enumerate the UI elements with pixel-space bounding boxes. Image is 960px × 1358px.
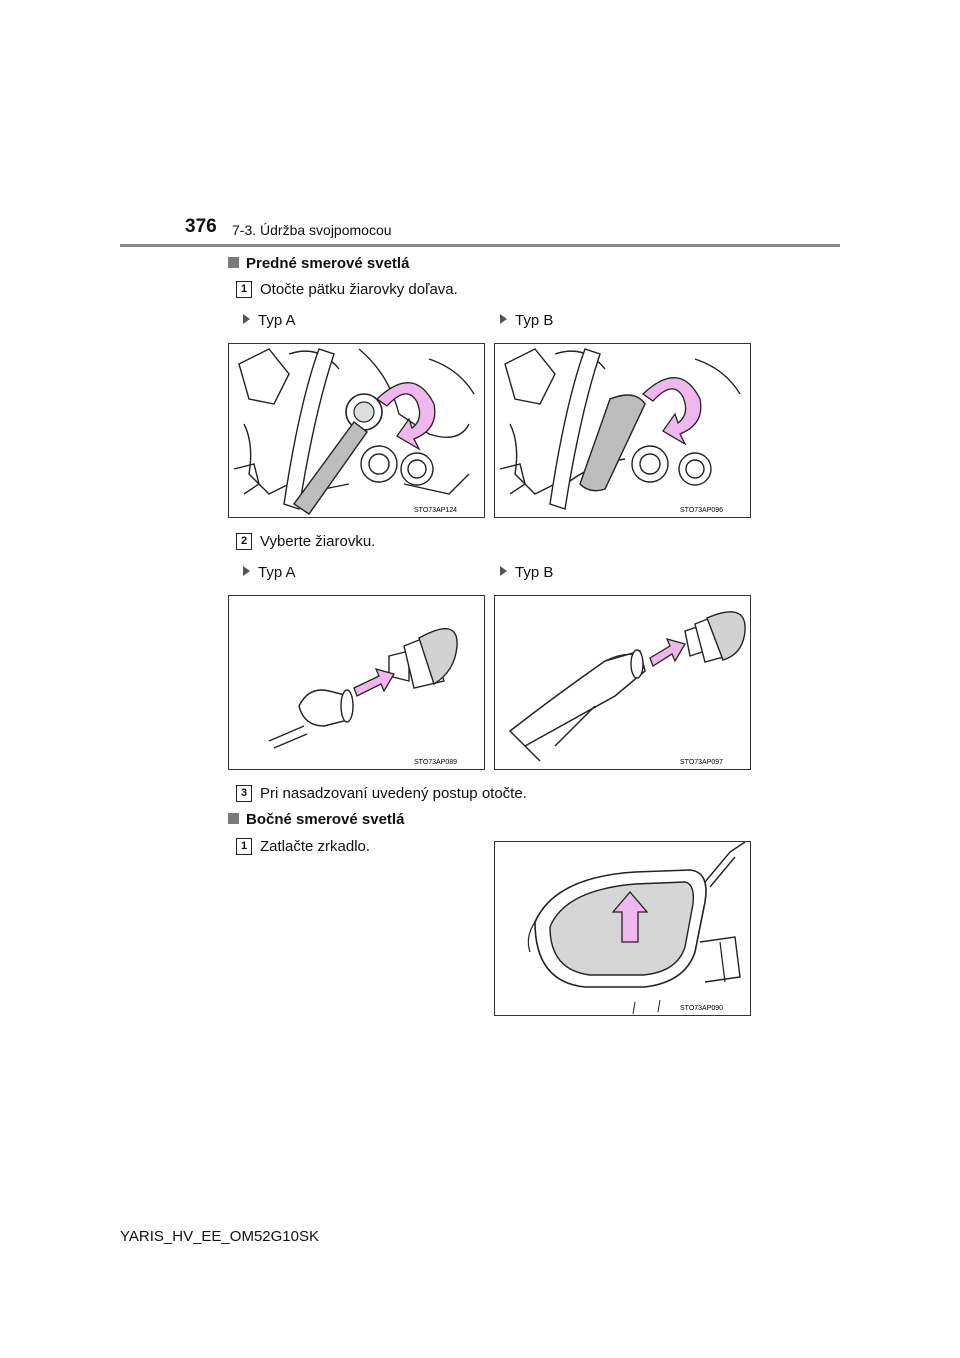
triangle-bullet-icon (243, 314, 250, 324)
image-code: STO73AP097 (680, 759, 723, 766)
illustration-remove-bulb-type-b: STO73AP097 (494, 595, 751, 770)
image-code: STO73AP124 (414, 507, 457, 514)
triangle-bullet-icon (500, 314, 507, 324)
type-label-a: Typ A (243, 312, 296, 329)
section-heading-side-text: Bočné smerové svetlá (246, 811, 405, 828)
illustration-rotate-type-b: STO73AP096 (494, 343, 751, 518)
section-heading-front-text: Predné smerové svetlá (246, 255, 410, 272)
header-rule (120, 244, 840, 247)
step-number-badge: 1 (236, 281, 252, 298)
triangle-bullet-icon (243, 566, 250, 576)
image-code: STO73AP089 (414, 759, 457, 766)
page-number: 376 (185, 216, 217, 237)
illustration-rotate-type-a: STO73AP124 (228, 343, 485, 518)
type-label-a-text: Typ A (258, 312, 296, 329)
rotate-type-a-drawing: STO73AP124 (233, 348, 475, 515)
triangle-bullet-icon (500, 566, 507, 576)
step-text: Otočte pätku žiarovky doľava. (260, 281, 458, 298)
step-text: Pri nasadzovaní uvedený postup otočte. (260, 785, 527, 802)
document-id: YARIS_HV_EE_OM52G10SK (120, 1228, 319, 1245)
image-code: STO73AP090 (680, 1005, 723, 1012)
rotate-type-b-drawing: STO73AP096 (499, 348, 741, 514)
step-number-badge: 3 (236, 785, 252, 802)
step-text: Vyberte žiarovku. (260, 533, 376, 550)
remove-bulb-type-a-drawing: STO73AP089 (268, 628, 458, 766)
step-number-badge: 1 (236, 838, 252, 855)
type-label-a: Typ A (243, 564, 296, 581)
section-heading-front: Predné smerové svetlá (228, 255, 409, 272)
type-label-a-text: Typ A (258, 564, 296, 581)
push-mirror-drawing: STO73AP090 (527, 842, 746, 1015)
type-label-b: Typ B (500, 312, 553, 329)
square-bullet-icon (228, 813, 239, 824)
type-label-b-text: Typ B (515, 564, 554, 581)
step-text: Zatlačte zrkadlo. (260, 838, 371, 855)
illustration-push-mirror: STO73AP090 (494, 841, 751, 1016)
step-number-badge: 2 (236, 533, 252, 550)
type-label-b: Typ B (500, 564, 553, 581)
type-label-b-text: Typ B (515, 312, 554, 329)
section-heading-side: Bočné smerové svetlá (228, 811, 404, 828)
remove-bulb-type-b-drawing: STO73AP097 (508, 611, 746, 766)
illustration-remove-bulb-type-a: STO73AP089 (228, 595, 485, 770)
chapter-title: 7-3. Údržba svojpomocou (232, 222, 392, 238)
square-bullet-icon (228, 257, 239, 268)
image-code: STO73AP096 (680, 507, 723, 514)
